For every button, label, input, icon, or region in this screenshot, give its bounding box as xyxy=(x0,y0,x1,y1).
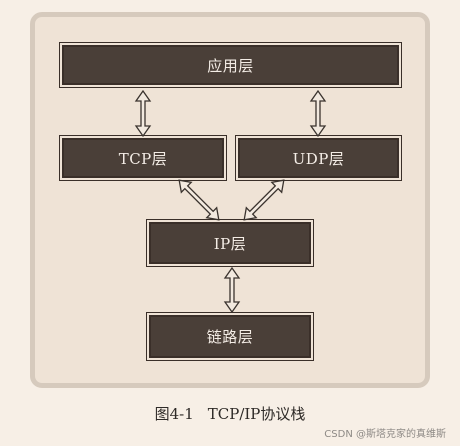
tcp-layer-box: TCP层 xyxy=(62,138,224,178)
udp-layer-box: UDP层 xyxy=(238,138,399,178)
application-layer-box: 应用层 xyxy=(62,45,399,85)
watermark: CSDN @斯塔克家的真维斯 xyxy=(324,429,446,440)
figure-number: 图4-1 xyxy=(154,405,194,423)
ip-link-double-arrow xyxy=(223,266,241,314)
link-layer-box: 链路层 xyxy=(149,315,311,358)
figure-caption: 图4-1 TCP/IP协议栈 xyxy=(0,403,460,424)
app-tcp-double-arrow xyxy=(134,89,152,138)
udp-ip-double-arrow xyxy=(243,179,285,221)
figure-title: TCP/IP协议栈 xyxy=(207,405,306,423)
app-udp-double-arrow xyxy=(309,89,327,138)
ip-layer-box: IP层 xyxy=(149,222,311,264)
tcp-ip-double-arrow xyxy=(178,179,220,221)
